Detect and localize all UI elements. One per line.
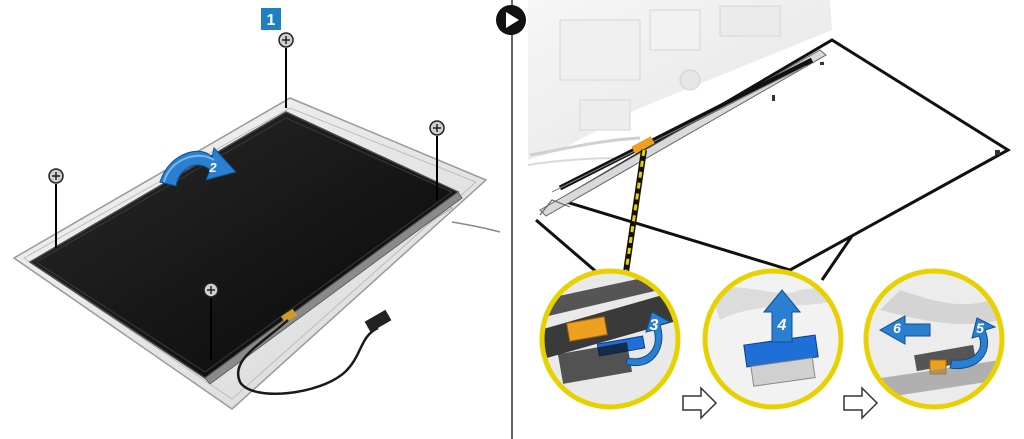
screw-top [278, 32, 294, 108]
zoom-step-4: 4 [777, 317, 787, 334]
edp-cable [236, 319, 379, 395]
next-arrow-icon [682, 386, 718, 420]
edp-cable-connector [364, 309, 392, 333]
left-panel: 1 2 [12, 8, 501, 410]
step-badge: 1 [261, 8, 281, 30]
lcd-connector [280, 308, 298, 324]
lift-rotate-arrow: 2 [159, 146, 237, 187]
screw-bottom [203, 282, 219, 360]
step-badge-label: 1 [267, 12, 276, 29]
zoom-step-6: 6 [893, 320, 901, 336]
system-board [527, 0, 832, 166]
zoom-callout-3: 6 5 [863, 268, 1005, 410]
zoom-callout-2: 4 [702, 268, 844, 410]
screw-right [429, 120, 445, 200]
zoom-step-3: 3 [650, 317, 659, 334]
right-panel: 3 4 [496, 0, 1011, 420]
zoom-callout-1: 3 [539, 268, 681, 410]
play-circle-icon [496, 5, 526, 35]
next-arrow-icon-2 [843, 386, 879, 420]
lcd-panel-outline [539, 38, 1011, 272]
rotate-arrow-label: 2 [208, 160, 217, 175]
screw-left [48, 168, 64, 248]
zoom-step-5: 5 [976, 320, 984, 336]
